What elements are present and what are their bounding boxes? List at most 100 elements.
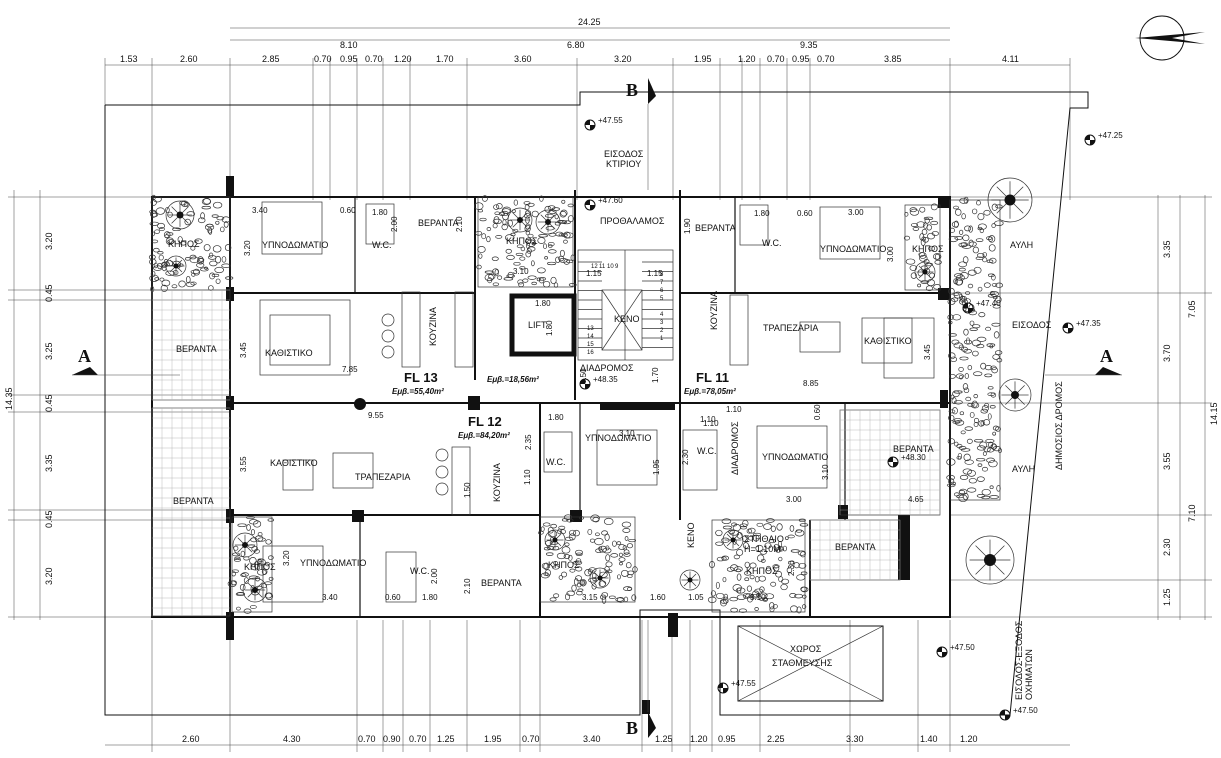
dim-top: 0.70: [767, 54, 785, 64]
room-label-bedroom: ΥΠΝΟΔΩΜΑΤΙΟ: [762, 452, 828, 462]
inner-dimension: 9.55: [368, 411, 384, 420]
stair-number: 8: [660, 272, 664, 278]
inner-dimension: 1.50: [463, 482, 472, 498]
dim-right: 1.25: [1162, 588, 1172, 606]
dim-top: 3.85: [884, 54, 902, 64]
room-label-wc: W.C.: [697, 446, 717, 456]
dim-top: 1.70: [436, 54, 454, 64]
flat-labels: FL 13 Εμβ.=55,40m² FL 12 Εμβ.=84,20m² FL…: [392, 370, 736, 440]
inner-dimension: 1.70: [651, 367, 660, 383]
stair-number: 16: [587, 350, 594, 356]
room-labels: ΚΗΠΟΣ ΥΠΝΟΔΩΜΑΤΙΟ W.C. ΒΕΡΑΝΤΑ ΚΑΘΙΣΤΙΚΟ…: [168, 149, 1064, 700]
inner-dimension: 1.50: [579, 368, 588, 384]
inner-dimension: 3.00: [786, 495, 802, 504]
dim-right: 3.55: [1162, 452, 1172, 470]
level-value: +48.35: [593, 375, 618, 384]
room-label-corridor: ΔΙΑΔΡΟΜΟΣ: [580, 363, 634, 373]
inner-dimension: 2.10: [455, 216, 464, 232]
dim-top: 0.95: [340, 54, 358, 64]
section-marker-b-top: B: [626, 78, 656, 190]
dim-bottom: 1.20: [690, 734, 708, 744]
room-label-living: ΚΑΘΙΣΤΙΚΟ: [864, 336, 912, 346]
dim-bottom: 4.30: [283, 734, 301, 744]
room-label-bedroom: ΥΠΝΟΔΩΜΑΤΙΟ: [262, 240, 328, 250]
inner-dimension: 0.60: [797, 209, 813, 218]
dim-mid-top: 9.35: [800, 40, 818, 50]
dim-left: 3.35: [44, 454, 54, 472]
inner-dimension: 0.60: [813, 404, 822, 420]
inner-dimension: 2.00: [390, 216, 399, 232]
dim-top: 1.53: [120, 54, 138, 64]
inner-dimension: 1.05: [688, 593, 704, 602]
dim-bottom: 2.25: [767, 734, 785, 744]
dim-left: 3.20: [44, 232, 54, 250]
room-label-garden: ΚΗΠΟΣ: [506, 236, 538, 246]
inner-dimension: 1.80: [548, 413, 564, 422]
room-label-corridor: ΔΙΑΔΡΟΜΟΣ: [730, 421, 740, 475]
inner-dimension: 0.60: [340, 206, 356, 215]
room-label-kitchen: ΚΟΥΖΙΝΑ: [709, 291, 719, 330]
room-label-parking: ΧΩΡΟΣ: [790, 644, 822, 654]
lift-area: Εμβ.=18,56m²: [487, 375, 539, 384]
dim-top: 1.20: [394, 54, 412, 64]
room-label-wc: W.C.: [762, 238, 782, 248]
room-label-kitchen: ΚΟΥΖΙΝΑ: [492, 463, 502, 502]
dim-top: 0.70: [365, 54, 383, 64]
dim-left-total: 14.35: [4, 387, 14, 410]
flat-name: FL 13: [404, 370, 438, 385]
level-value: +47.35: [1076, 319, 1101, 328]
level-value: +47.55: [598, 116, 623, 125]
inner-dimension: 3.55: [239, 456, 248, 472]
dim-top: 1.20: [738, 54, 756, 64]
inner-dimension: 1.80: [422, 593, 438, 602]
section-marker-b-bottom: B: [626, 620, 656, 738]
bottom-dimensions: 2.60 4.30 0.70 0.90 0.70 1.25 1.95 0.70 …: [182, 734, 978, 744]
dim-bottom: 1.25: [437, 734, 455, 744]
dim-left: 0.45: [44, 510, 54, 528]
dim-bottom: 1.95: [484, 734, 502, 744]
room-label-bedroom: ΥΠΝΟΔΩΜΑΤΙΟ: [585, 433, 651, 443]
level-value: +48.30: [901, 453, 926, 462]
room-label-lift: LIFT: [528, 320, 547, 330]
room-label-garden: ΚΗΠΟΣ: [912, 244, 944, 254]
top-dimensions: 24.25 8.10 6.80 9.35 1.53 2.60 2.85 0.70…: [120, 17, 1019, 64]
dim-top: 0.95: [792, 54, 810, 64]
room-label-void: ΚΕΝΟ: [686, 522, 696, 548]
stair-number: 1: [660, 336, 664, 342]
inner-dimension: 3.10: [821, 464, 830, 480]
flat-area: Εμβ.=84,20m²: [458, 431, 510, 440]
dim-right: 3.35: [1162, 240, 1172, 258]
room-label-parapet: Η=1.10Μ: [744, 544, 781, 554]
inner-dimension: 1.80: [372, 208, 388, 217]
dim-top: 1.95: [694, 54, 712, 64]
stair-number: 13: [587, 326, 594, 332]
room-label-dining: ΤΡΑΠΕΖΑΡΙΑ: [355, 472, 410, 482]
inner-dimension: 2.35: [524, 434, 533, 450]
trees: [165, 177, 1033, 603]
dim-top: 0.70: [314, 54, 332, 64]
inner-dimension: 2.00: [430, 568, 439, 584]
inner-dimension: 1.10: [700, 415, 716, 424]
inner-dimension: 3.10: [619, 429, 635, 438]
stair-number: 10: [607, 264, 614, 270]
dim-bottom: 0.90: [383, 734, 401, 744]
stair-number: 7: [660, 280, 664, 286]
room-label-garden: ΚΗΠΟΣ: [548, 560, 580, 570]
room-label-dining: ΤΡΑΠΕΖΑΡΙΑ: [763, 323, 818, 333]
inner-dimension: 1.15: [586, 269, 602, 278]
stair-number: 12: [591, 264, 598, 270]
room-label-veranda: ΒΕΡΑΝΤΑ: [893, 444, 934, 454]
room-label-wc: W.C.: [410, 566, 430, 576]
room-label-car-entry: ΕΙΣΟΔΟΣ-ΕΞΟΔΟΣ: [1014, 620, 1024, 700]
stair-block: [577, 249, 674, 361]
inner-dimension: 3.10: [750, 593, 766, 602]
inner-dimension: 3.15: [582, 593, 598, 602]
room-label-bedroom: ΥΠΝΟΔΩΜΑΤΙΟ: [300, 558, 366, 568]
parking-area: [737, 625, 884, 702]
inner-dimension: 3.20: [282, 550, 291, 566]
dim-right: 2.30: [1162, 538, 1172, 556]
inner-dimension: 3.45: [239, 342, 248, 358]
flat-name: FL 12: [468, 414, 502, 429]
building-walls: [151, 176, 951, 714]
